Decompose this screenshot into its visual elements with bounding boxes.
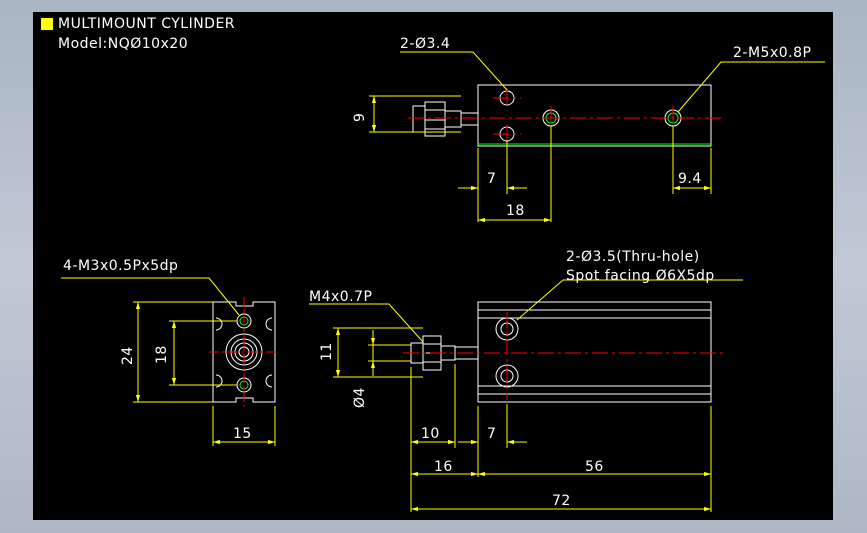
top-view	[369, 51, 825, 223]
callout-thru-holes: 2-Ø3.4	[400, 36, 451, 52]
dim-18-end: 18	[154, 345, 170, 364]
dim-7-side: 7	[487, 426, 497, 442]
dim-18-top: 18	[506, 203, 525, 219]
dim-11: 11	[319, 342, 335, 361]
cad-drawing	[61, 51, 825, 512]
dim-15: 15	[233, 426, 252, 442]
dim-phi4: Ø4	[352, 387, 368, 408]
model-label: Model:NQØ10x20	[58, 36, 189, 52]
callout-rod-thread: M4x0.7P	[309, 289, 373, 305]
callout-mount-holes: 2-Ø3.5(Thru-hole)	[566, 249, 700, 265]
drawing-canvas: MULTIMOUNT CYLINDER Model:NQØ10x20 2-Ø3.…	[33, 12, 833, 520]
callout-ports: 2-M5x0.8P	[733, 45, 812, 61]
top-view-rod-nut	[412, 101, 479, 137]
end-view	[61, 277, 279, 446]
dim-7-top: 7	[487, 171, 497, 187]
dim-9-4: 9.4	[678, 171, 702, 187]
dim-56: 56	[585, 459, 604, 475]
dim-16: 16	[434, 459, 453, 475]
drawing-title: MULTIMOUNT CYLINDER	[58, 16, 236, 32]
callout-end-taps: 4-M3x0.5Px5dp	[63, 258, 179, 274]
side-view-body	[477, 301, 712, 403]
dim-24: 24	[120, 346, 136, 365]
dim-72: 72	[552, 493, 571, 509]
dim-10: 10	[421, 426, 440, 442]
side-view	[309, 279, 743, 512]
callout-spot-facing: Spot facing Ø6X5dp	[566, 268, 715, 284]
end-view-body	[212, 301, 276, 403]
dim-9: 9	[352, 112, 368, 122]
title-color-swatch	[41, 18, 53, 30]
